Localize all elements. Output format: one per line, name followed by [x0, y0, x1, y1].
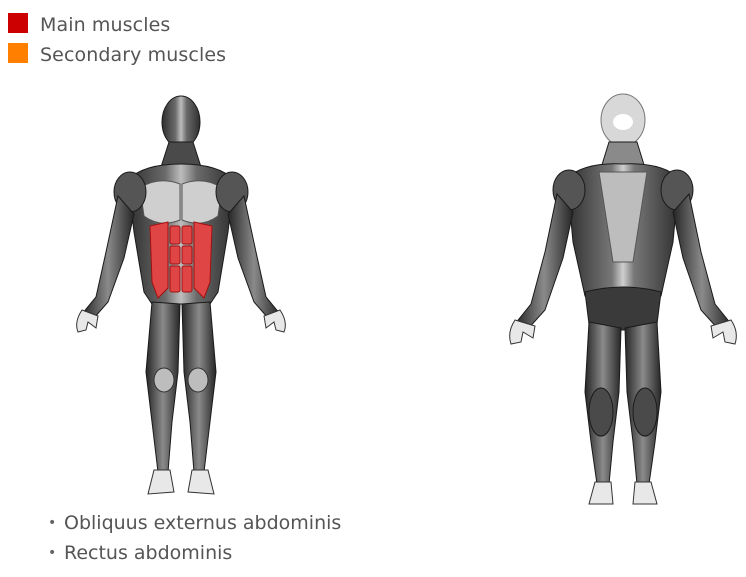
front-right-hand [263, 309, 286, 333]
list-item: • Obliquus externus abdominis [48, 508, 341, 538]
back-left-foot [588, 481, 614, 505]
back-right-arm [672, 192, 732, 331]
legend-secondary-muscles: Secondary muscles [8, 40, 226, 70]
front-head [161, 95, 201, 149]
front-neck [160, 141, 202, 168]
legend-main-muscles: Main muscles [8, 10, 226, 40]
target-muscles-list: • Obliquus externus abdominis • Rectus a… [48, 508, 341, 568]
secondary-muscles-swatch [8, 43, 28, 63]
bullet-icon: • [48, 515, 57, 531]
front-left-hand [76, 309, 99, 333]
front-right-foot [187, 469, 215, 495]
front-abdominals-highlight [149, 221, 213, 299]
human-body-front-icon [76, 95, 286, 495]
back-right-foot [632, 481, 658, 505]
muscle-name: Obliquus externus abdominis [64, 512, 342, 534]
legend-main-label: Main muscles [40, 14, 171, 36]
front-left-arm [81, 194, 135, 319]
bullet-icon: • [48, 545, 57, 561]
back-left-arm [514, 192, 574, 331]
front-chest [139, 180, 181, 224]
front-left-foot [147, 469, 175, 495]
back-left-hand [509, 319, 536, 345]
legend-secondary-label: Secondary muscles [40, 44, 227, 66]
list-item: • Rectus abdominis [48, 538, 341, 568]
back-right-hand [710, 319, 737, 345]
human-body-back-icon [509, 93, 737, 505]
main-muscles-swatch [8, 13, 28, 33]
muscle-name: Rectus abdominis [64, 542, 233, 564]
front-right-arm [227, 194, 281, 319]
muscle-legend: Main muscles Secondary muscles [8, 10, 226, 70]
